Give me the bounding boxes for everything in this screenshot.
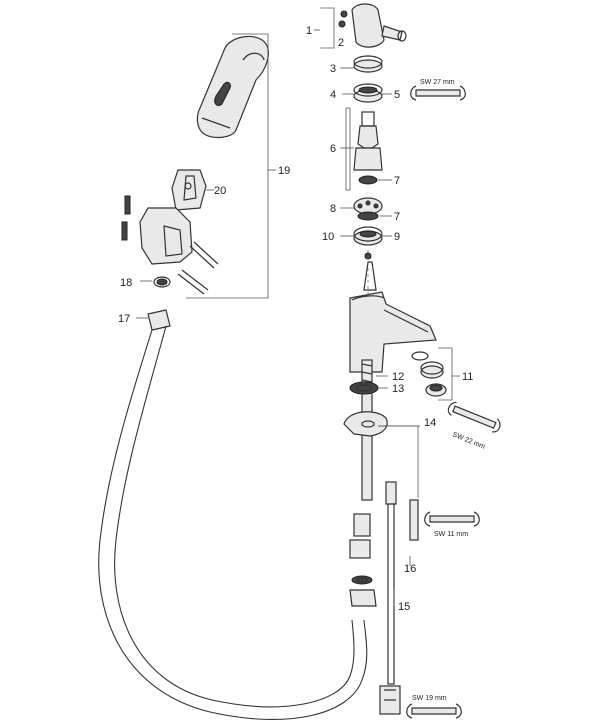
lever-handle <box>338 3 407 48</box>
callout-7a: 7 <box>394 175 400 187</box>
callout-13: 13 <box>392 383 404 395</box>
callout-8: 8 <box>330 203 336 215</box>
callout-5: 5 <box>394 89 400 101</box>
valve-stem <box>363 261 377 291</box>
wrench-label-sw19: SW 19 mm <box>412 695 447 702</box>
seal-7a <box>358 175 378 185</box>
insert-8 <box>353 197 383 221</box>
sleeve <box>409 499 419 541</box>
wrench-label-sw27: SW 27 mm <box>420 79 455 86</box>
callout-9: 9 <box>394 231 400 243</box>
lower-fittings <box>349 513 377 607</box>
cartridge-6 <box>353 111 383 171</box>
wrench-sw19-icon <box>406 703 462 719</box>
callout-4: 4 <box>330 89 336 101</box>
callout-20: 20 <box>214 185 226 197</box>
aerator-9 <box>353 226 383 260</box>
wrench-label-sw11: SW 11 mm <box>434 531 468 538</box>
callout-15: 15 <box>398 601 410 613</box>
callout-2: 2 <box>338 37 344 49</box>
wrench-sw22-icon <box>447 401 501 433</box>
callout-11: 11 <box>462 371 473 383</box>
callout-16: 16 <box>404 563 416 575</box>
hose-end-fitting <box>379 685 401 715</box>
mounting-plate-14 <box>343 411 388 437</box>
wrench-sw27-icon <box>410 85 466 101</box>
callout-17: 17 <box>118 313 130 325</box>
cover-ring-3 <box>353 55 383 73</box>
bracket-19 <box>186 33 269 299</box>
washer-13 <box>349 381 379 395</box>
supply-hose-16 <box>385 481 397 685</box>
callout-1: 1 <box>306 25 312 37</box>
shower-hose <box>98 309 368 721</box>
callout-12: 12 <box>392 371 404 383</box>
hand-shower <box>196 35 269 139</box>
aerator-parts-11 <box>411 351 447 397</box>
callout-7b: 7 <box>394 211 400 223</box>
callout-19: 19 <box>278 165 290 177</box>
callout-10: 10 <box>322 231 334 243</box>
callout-18: 18 <box>120 277 132 289</box>
callout-3: 3 <box>330 63 336 75</box>
wrench-sw11-icon <box>424 511 480 527</box>
wrench-label-sw22: SW 22 mm <box>451 431 486 451</box>
mixer-body <box>349 291 437 373</box>
washer-18 <box>153 276 171 288</box>
wall-bracket <box>121 195 219 295</box>
shower-holder <box>171 169 207 211</box>
nut-4 <box>353 83 383 103</box>
callout-6: 6 <box>330 143 336 155</box>
callout-14: 14 <box>424 417 436 429</box>
